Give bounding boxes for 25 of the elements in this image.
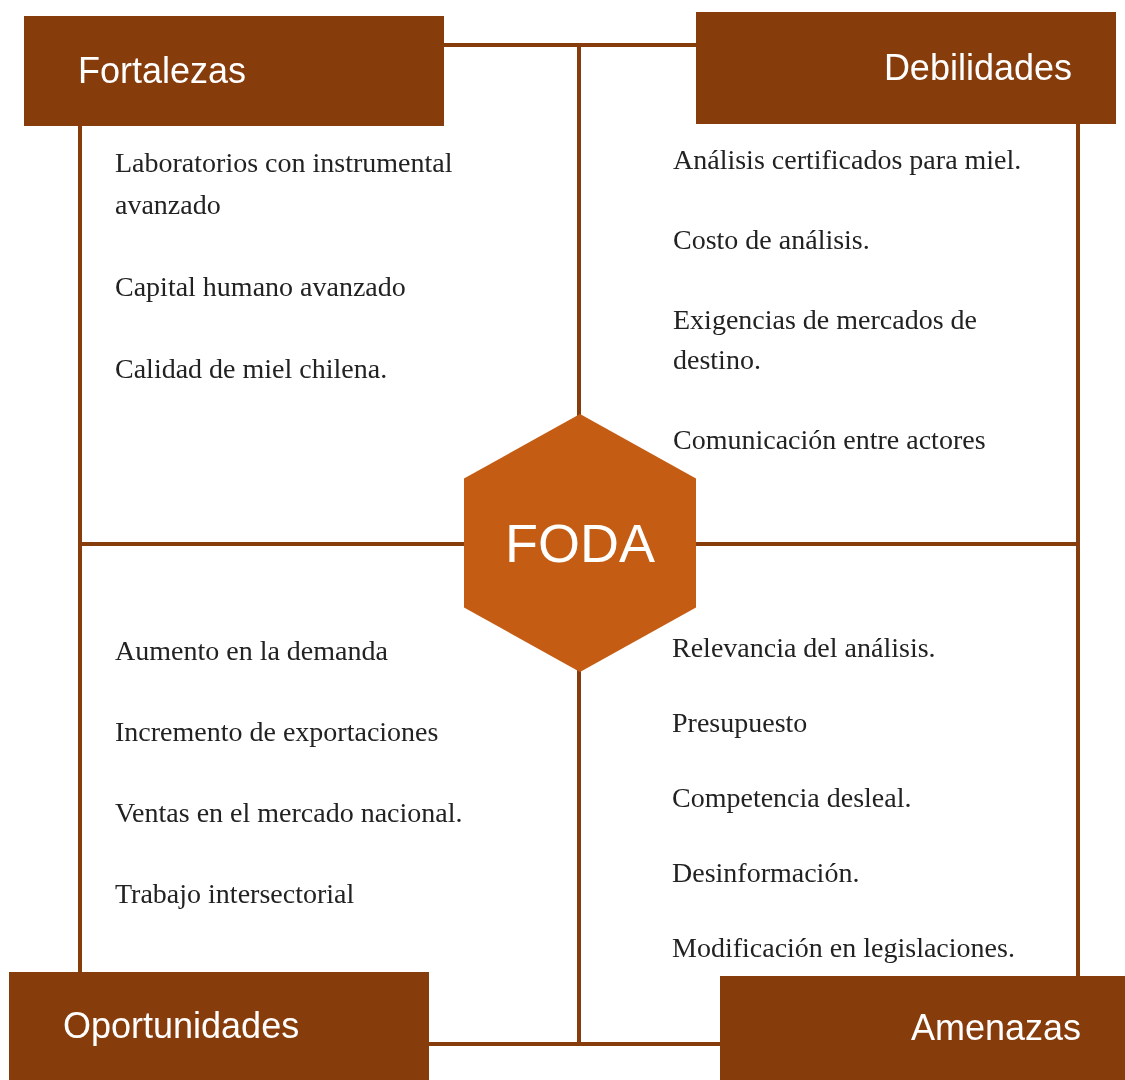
header-text: Oportunidades — [63, 1004, 300, 1048]
header-box — [9, 972, 429, 1080]
list-item: Incremento de exportaciones — [115, 715, 440, 749]
list-item: Capital humano avanzado — [115, 270, 407, 304]
list-item: Desinformación. — [672, 856, 861, 890]
header-box — [24, 16, 444, 126]
list-item: Relevancia del análisis. — [672, 631, 937, 665]
header-text: Amenazas — [910, 1006, 1081, 1050]
list-item: Trabajo intersectorial — [115, 877, 356, 911]
header-box — [696, 12, 1116, 124]
list-item: Exigencias de mercados de destino. — [673, 303, 978, 377]
list-item: Modificación en legislaciones. — [672, 931, 1016, 965]
list-item: Calidad de miel chilena. — [115, 352, 389, 386]
list-item: Aumento en la demanda — [115, 634, 389, 668]
list-item: Competencia desleal. — [672, 781, 913, 815]
list-item: Presupuesto — [672, 706, 809, 740]
list-item: Costo de análisis. — [673, 223, 871, 257]
center-title: FODA — [505, 511, 655, 575]
header-text: Fortalezas — [78, 49, 247, 93]
header-text: Debilidades — [883, 46, 1072, 90]
list-item: Comunicación entre actores — [673, 423, 987, 457]
header-box — [720, 976, 1125, 1080]
list-item: Ventas en el mercado nacional. — [115, 796, 464, 830]
list-item: Análisis certificados para miel. — [673, 143, 1023, 177]
list-item: Laboratorios con instrumental avanzado — [115, 146, 454, 222]
